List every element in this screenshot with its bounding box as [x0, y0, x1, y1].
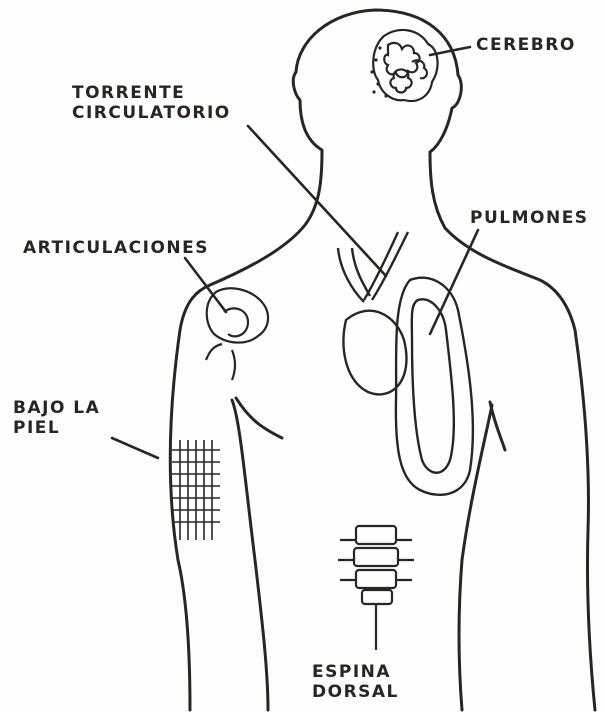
brain: [373, 30, 437, 101]
label-piel-line2: PIEL: [13, 418, 100, 438]
pointer-articulaciones: [185, 258, 226, 312]
left-armpit: [236, 398, 282, 438]
label-articulaciones: ARTICULACIONES: [23, 238, 209, 258]
right-inner-arm: [459, 405, 492, 710]
label-bajo-la-piel: BAJO LA PIEL: [13, 398, 100, 438]
label-espina-line1: ESPINA: [312, 662, 399, 682]
right-armpit: [490, 402, 505, 450]
label-piel-line1: BAJO LA: [13, 398, 100, 418]
left-inner-arm: [232, 400, 268, 710]
label-espina-line2: DORSAL: [312, 682, 399, 702]
label-torrente-line2: CIRCULATORIO: [72, 103, 231, 123]
label-torrente-circulatorio: TORRENTE CIRCULATORIO: [72, 83, 231, 123]
pointer-piel: [112, 438, 158, 458]
lung: [396, 278, 473, 495]
label-cerebro: CEREBRO: [476, 35, 576, 55]
skin-grid: [172, 440, 220, 540]
label-torrente-line1: TORRENTE: [72, 83, 231, 103]
label-espina-dorsal: ESPINA DORSAL: [312, 662, 399, 702]
label-pulmones: PULMONES: [470, 208, 589, 228]
spine: [338, 526, 414, 650]
brain-dots: [370, 46, 387, 97]
shoulder-joint: [206, 288, 268, 380]
